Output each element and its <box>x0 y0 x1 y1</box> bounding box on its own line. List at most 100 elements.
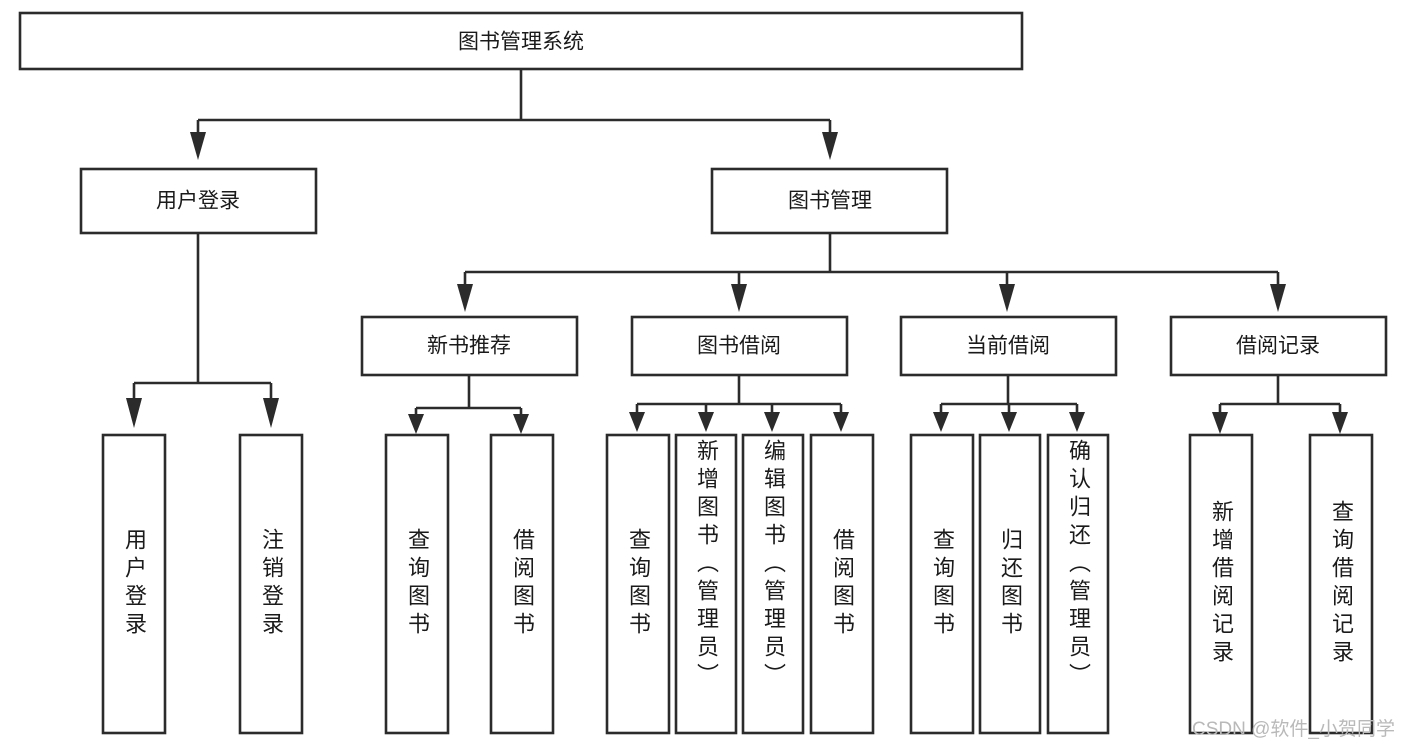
connector-group-root-to-level2 <box>190 69 838 160</box>
leaf-borrow-book-1-label: 借阅图书 <box>510 528 535 640</box>
leaf-query-book-1-label: 查询图书 <box>405 528 430 640</box>
leaf-confirm-return[interactable]: 确认归还（管理员） <box>1046 433 1110 735</box>
leaf-add-book-box[interactable] <box>674 433 738 735</box>
leaf-user-login[interactable]: 用户登录 <box>101 433 167 735</box>
leaf-logout-login-text-area: 注销登录 <box>259 528 284 640</box>
node-new-book-recommend-box[interactable] <box>360 315 579 377</box>
node-root-box[interactable] <box>18 11 1024 71</box>
node-book-borrow[interactable]: 图书借阅 <box>630 315 849 377</box>
leaf-confirm-return-label: 确认归还（管理员） <box>1066 439 1091 691</box>
leaf-query-book-2-text-area: 查询图书 <box>626 528 651 640</box>
leaf-return-book[interactable]: 归还图书 <box>978 433 1042 735</box>
arrow-head-leaf-query-book-3 <box>933 412 949 432</box>
leaf-logout-login[interactable]: 注销登录 <box>238 433 304 735</box>
leaf-borrow-book-2-text-area: 借阅图书 <box>830 528 855 640</box>
leaf-query-book-3-box[interactable] <box>909 433 975 735</box>
leaf-edit-book-box[interactable] <box>741 433 805 735</box>
arrow-head-user-login <box>190 132 206 160</box>
leaf-user-login-box[interactable] <box>101 433 167 735</box>
arrow-head-leaf-query-record <box>1332 412 1348 434</box>
leaf-query-book-2-box[interactable] <box>605 433 671 735</box>
arrow-head-current-borrow <box>999 284 1015 312</box>
leaf-borrow-book-1[interactable]: 借阅图书 <box>489 433 555 735</box>
leaf-return-book-text-area: 归还图书 <box>998 528 1023 640</box>
leaf-edit-book-text-area: 编辑图书（管理员） <box>761 439 786 691</box>
arrow-head-borrow-record <box>1270 284 1286 312</box>
leaf-query-record-box[interactable] <box>1308 433 1374 735</box>
leaf-add-record-box[interactable] <box>1188 433 1254 735</box>
leaf-user-login-text-area: 用户登录 <box>122 528 147 640</box>
leaf-query-book-1-box[interactable] <box>384 433 450 735</box>
node-borrow-record-box[interactable] <box>1169 315 1388 377</box>
node-borrow-record-label: 借阅记录 <box>1236 335 1320 358</box>
node-book-management-label: 图书管理 <box>788 190 872 213</box>
leaf-add-record-text-area: 新增借阅记录 <box>1209 500 1234 668</box>
node-current-borrow-label: 当前借阅 <box>966 335 1050 358</box>
node-user-login-label: 用户登录 <box>156 190 240 213</box>
leaf-logout-login-label: 注销登录 <box>259 528 284 640</box>
arrow-head-book-borrow <box>731 284 747 312</box>
leaf-confirm-return-text-area: 确认归还（管理员） <box>1066 439 1091 691</box>
connector-group-current-borrow-to-leaves <box>933 375 1085 432</box>
leaf-add-book-text-area: 新增图书（管理员） <box>694 439 719 691</box>
connector-group-book-management-to-level3 <box>457 233 1286 312</box>
connector-group-borrow-record-to-leaves <box>1212 375 1348 434</box>
node-book-management-box[interactable] <box>710 167 949 235</box>
arrow-head-leaf-user-login <box>126 398 142 428</box>
arrow-head-leaf-query-book-2 <box>629 412 645 432</box>
node-root[interactable]: 图书管理系统 <box>18 11 1024 71</box>
node-book-management[interactable]: 图书管理 <box>710 167 949 235</box>
leaf-query-book-3-label: 查询图书 <box>930 528 955 640</box>
arrow-head-book-management <box>822 132 838 160</box>
node-current-borrow[interactable]: 当前借阅 <box>899 315 1118 377</box>
arrow-head-leaf-return-book <box>1001 412 1017 432</box>
leaf-query-record-text-area: 查询借阅记录 <box>1329 500 1354 668</box>
arrow-head-leaf-logout-login <box>263 398 279 428</box>
leaf-borrow-book-2-box[interactable] <box>809 433 875 735</box>
leaf-return-book-label: 归还图书 <box>998 528 1023 640</box>
leaf-query-book-2[interactable]: 查询图书 <box>605 433 671 735</box>
leaf-edit-book[interactable]: 编辑图书（管理员） <box>741 433 805 735</box>
arrow-head-leaf-add-record <box>1212 412 1228 434</box>
node-current-borrow-box[interactable] <box>899 315 1118 377</box>
connector-group-book-borrow-to-leaves <box>629 375 849 432</box>
leaf-query-book-2-label: 查询图书 <box>626 528 651 640</box>
connector-group-new-book-recommend-to-leaves <box>408 375 529 434</box>
node-user-login[interactable]: 用户登录 <box>79 167 318 235</box>
arrow-head-leaf-borrow-book-2 <box>833 412 849 432</box>
leaf-edit-book-label: 编辑图书（管理员） <box>761 439 786 691</box>
csdn-watermark: CSDN @软件_小贺同学 <box>1192 719 1395 740</box>
leaf-query-book-3[interactable]: 查询图书 <box>909 433 975 735</box>
leaf-add-record[interactable]: 新增借阅记录 <box>1188 433 1254 735</box>
leaf-borrow-book-1-text-area: 借阅图书 <box>510 528 535 640</box>
leaf-query-record[interactable]: 查询借阅记录 <box>1308 433 1374 735</box>
arrow-head-leaf-add-book <box>698 412 714 432</box>
leaf-query-record-label: 查询借阅记录 <box>1329 500 1354 668</box>
node-book-borrow-box[interactable] <box>630 315 849 377</box>
leaf-borrow-book-2-label: 借阅图书 <box>830 528 855 640</box>
leaf-query-book-1-text-area: 查询图书 <box>405 528 430 640</box>
node-book-borrow-label: 图书借阅 <box>697 335 781 358</box>
leaf-add-book-label: 新增图书（管理员） <box>694 439 719 691</box>
leaf-query-book-3-text-area: 查询图书 <box>930 528 955 640</box>
leaf-return-book-box[interactable] <box>978 433 1042 735</box>
leaf-logout-login-box[interactable] <box>238 433 304 735</box>
leaf-borrow-book-2[interactable]: 借阅图书 <box>809 433 875 735</box>
leaf-add-record-label: 新增借阅记录 <box>1209 500 1234 668</box>
node-borrow-record[interactable]: 借阅记录 <box>1169 315 1388 377</box>
node-new-book-recommend-label: 新书推荐 <box>427 335 511 358</box>
node-user-login-box[interactable] <box>79 167 318 235</box>
node-root-label: 图书管理系统 <box>458 31 584 54</box>
connector-group-user-login-to-leaves <box>126 233 279 428</box>
leaf-query-book-1[interactable]: 查询图书 <box>384 433 450 735</box>
arrow-head-leaf-confirm-return <box>1069 412 1085 432</box>
leaf-user-login-label: 用户登录 <box>122 528 147 640</box>
arrow-head-leaf-edit-book <box>764 412 780 432</box>
leaf-confirm-return-box[interactable] <box>1046 433 1110 735</box>
leaf-borrow-book-1-box[interactable] <box>489 433 555 735</box>
leaf-add-book[interactable]: 新增图书（管理员） <box>674 433 738 735</box>
node-new-book-recommend[interactable]: 新书推荐 <box>360 315 579 377</box>
arrow-head-new-book-recommend <box>457 284 473 312</box>
